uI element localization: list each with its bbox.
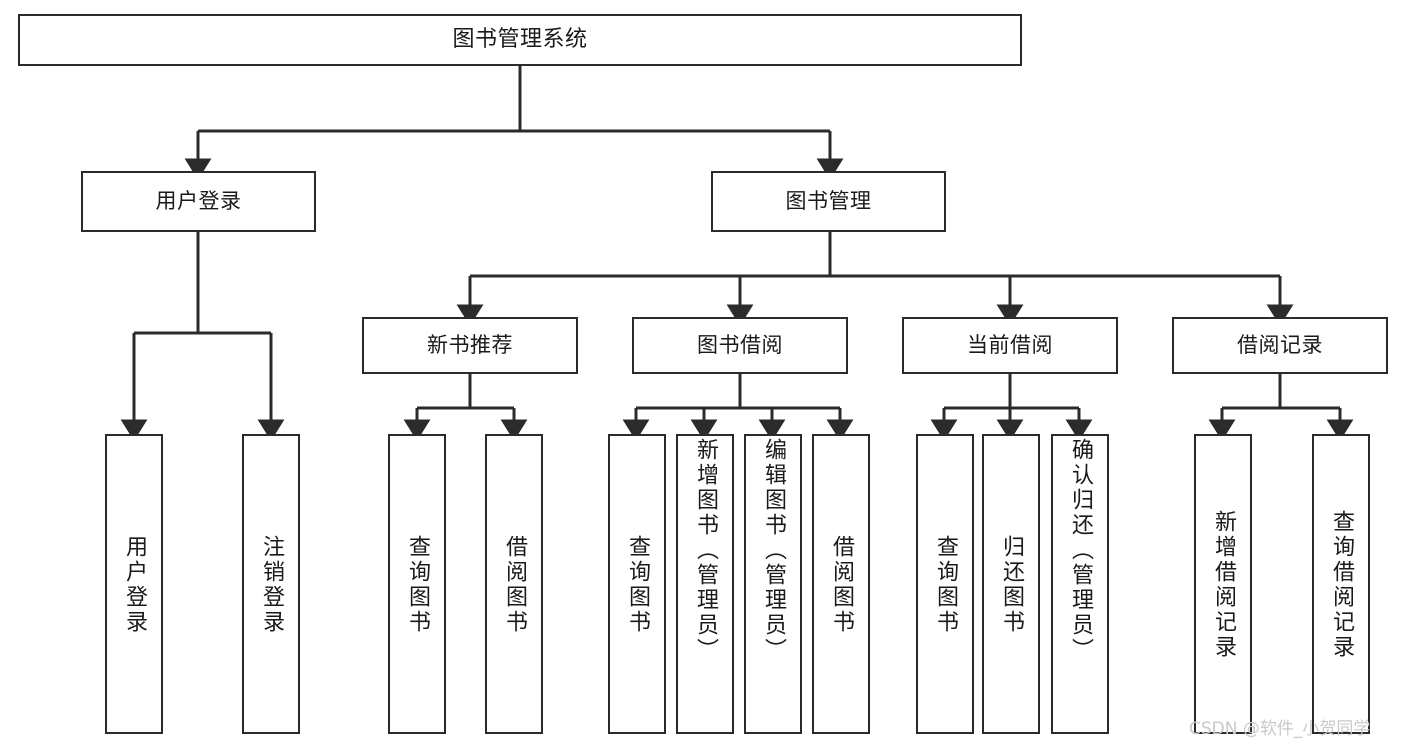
node-new-book-recommend[interactable]: 新书推荐	[362, 317, 578, 374]
node-new-book-recommend-label: 新书推荐	[427, 333, 513, 358]
leaf-borrow-book-2-label: 借阅图书	[829, 535, 854, 635]
leaf-user-login[interactable]: 用户登录	[105, 434, 163, 734]
node-book-manage-label: 图书管理	[785, 189, 872, 214]
leaf-add-book-label: 新增图书（管理员）	[693, 438, 718, 663]
leaf-borrow-book-1-label: 借阅图书	[502, 535, 527, 635]
leaf-add-record[interactable]: 新增借阅记录	[1194, 434, 1252, 734]
node-root-label: 图书管理系统	[452, 27, 588, 53]
node-book-borrow-label: 图书借阅	[697, 333, 783, 358]
node-book-manage[interactable]: 图书管理	[711, 171, 946, 232]
leaf-add-book[interactable]: 新增图书（管理员）	[676, 434, 734, 734]
node-current-borrow-label: 当前借阅	[967, 333, 1053, 358]
leaf-logout-label: 注销登录	[259, 535, 284, 635]
leaf-query-record[interactable]: 查询借阅记录	[1312, 434, 1370, 734]
leaf-query-book-3[interactable]: 查询图书	[916, 434, 974, 734]
leaf-logout[interactable]: 注销登录	[242, 434, 300, 734]
node-borrow-record-label: 借阅记录	[1237, 333, 1323, 358]
node-current-borrow[interactable]: 当前借阅	[902, 317, 1118, 374]
leaf-confirm-return-label: 确认归还（管理员）	[1068, 438, 1093, 663]
leaf-query-book-2[interactable]: 查询图书	[608, 434, 666, 734]
leaf-edit-book[interactable]: 编辑图书（管理员）	[744, 434, 802, 734]
leaf-query-book-3-label: 查询图书	[933, 535, 958, 635]
leaf-borrow-book-2[interactable]: 借阅图书	[812, 434, 870, 734]
node-root[interactable]: 图书管理系统	[18, 14, 1022, 66]
leaf-edit-book-label: 编辑图书（管理员）	[761, 438, 786, 663]
leaf-return-book[interactable]: 归还图书	[982, 434, 1040, 734]
leaf-query-record-label: 查询借阅记录	[1329, 510, 1354, 660]
watermark: CSDN @软件_小贺同学	[1189, 719, 1371, 739]
leaf-query-book-1[interactable]: 查询图书	[388, 434, 446, 734]
leaf-return-book-label: 归还图书	[999, 535, 1024, 635]
leaf-confirm-return[interactable]: 确认归还（管理员）	[1051, 434, 1109, 734]
leaf-query-book-1-label: 查询图书	[405, 535, 430, 635]
node-book-borrow[interactable]: 图书借阅	[632, 317, 848, 374]
node-user-login-label: 用户登录	[155, 189, 242, 214]
leaf-borrow-book-1[interactable]: 借阅图书	[485, 434, 543, 734]
node-user-login[interactable]: 用户登录	[81, 171, 316, 232]
leaf-add-record-label: 新增借阅记录	[1211, 510, 1236, 660]
leaf-query-book-2-label: 查询图书	[625, 535, 650, 635]
node-borrow-record[interactable]: 借阅记录	[1172, 317, 1388, 374]
leaf-user-login-label: 用户登录	[122, 535, 147, 635]
